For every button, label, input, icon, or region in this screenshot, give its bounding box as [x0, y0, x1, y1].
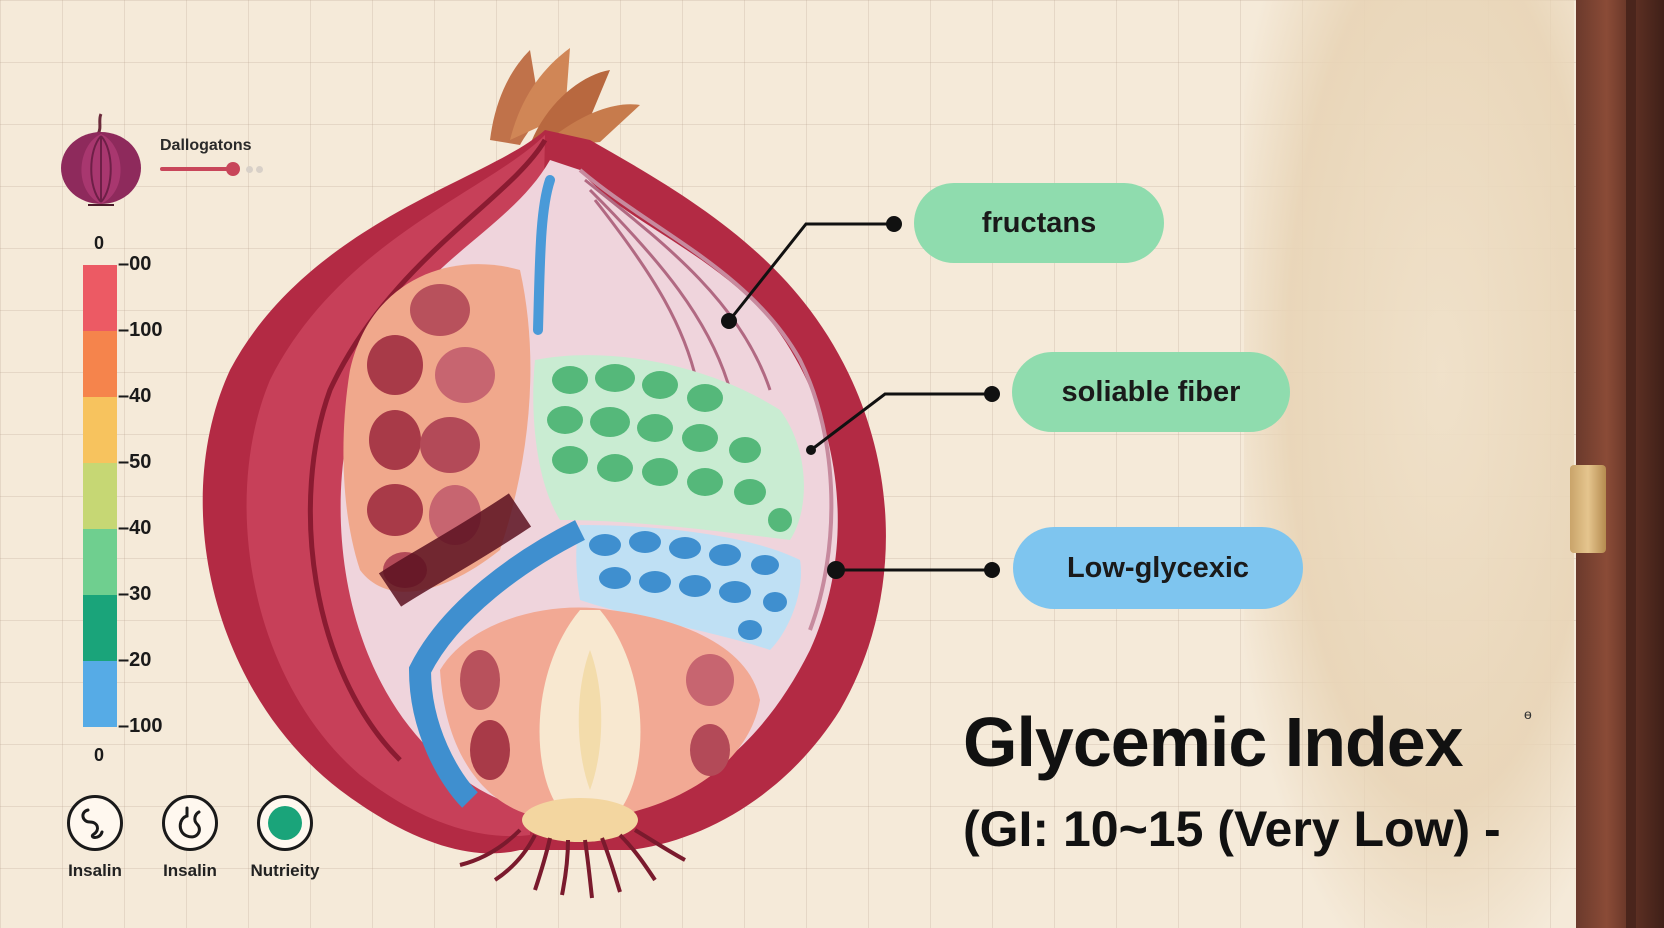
onion-stem	[490, 48, 640, 148]
slider-knob[interactable]	[226, 162, 240, 176]
slider-dot	[246, 166, 253, 173]
wooden-frame	[1576, 0, 1664, 928]
legend-title: Dallogatons	[160, 137, 252, 154]
scale-tick-label: –00	[118, 253, 152, 275]
gi-color-scale	[83, 265, 117, 727]
stomach-icon	[162, 795, 218, 851]
scale-segment	[83, 331, 117, 397]
glycemic-index-value: (GI: 10~15 (Very Low) -	[963, 801, 1501, 857]
scale-tick-label: –40	[118, 385, 152, 407]
scale-top-label: 0	[94, 233, 105, 253]
callout-fructans: fructans	[914, 183, 1164, 263]
legend-item-insulin-1: Insalin	[65, 795, 125, 881]
scale-tick-label: –30	[118, 583, 152, 605]
green-dot-icon	[257, 795, 313, 851]
brass-hinge	[1570, 465, 1606, 553]
scale-segment	[83, 265, 117, 331]
parchment-paper	[1244, 0, 1574, 928]
onion-icon	[61, 113, 141, 206]
onion-core	[440, 607, 760, 815]
onion-cross-section	[202, 48, 886, 899]
legend-item-label: Insalin	[68, 861, 122, 880]
onion-root	[459, 798, 686, 899]
legend-item-label: Insalin	[163, 861, 217, 880]
wooden-frame-groove	[1626, 0, 1636, 928]
scale-segment	[83, 661, 117, 727]
legend-slider[interactable]	[160, 162, 270, 176]
scale-tick-label: –100	[118, 319, 163, 341]
scale-segment	[83, 397, 117, 463]
scale-bottom-label: 0	[94, 745, 105, 765]
scale-tick-label: –20	[118, 649, 152, 671]
glycemic-index-mark: ɵ	[1524, 706, 1532, 722]
blue-cell-cluster	[576, 525, 801, 650]
callout-low-glycemic: Low-glycexic	[1013, 527, 1303, 609]
slider-dot	[256, 166, 263, 173]
legend-item-insulin-2: Insalin	[160, 795, 220, 881]
scale-tick-label: –50	[118, 451, 152, 473]
slider-track	[160, 167, 236, 171]
scale-tick-label: –100	[118, 715, 163, 737]
scale-tick-label: –40	[118, 517, 152, 539]
scale-segment	[83, 529, 117, 595]
legend-item-nutrition: Nutrieity	[251, 795, 319, 881]
glycemic-index-title: Glycemic Index	[963, 703, 1464, 781]
scale-segment	[83, 463, 117, 529]
green-fiber-cluster	[533, 355, 804, 540]
intestine-icon	[67, 795, 123, 851]
legend-item-label: Nutrieity	[250, 861, 320, 880]
scale-segment	[83, 595, 117, 661]
callout-soluble-fiber: soliable fiber	[1012, 352, 1290, 432]
